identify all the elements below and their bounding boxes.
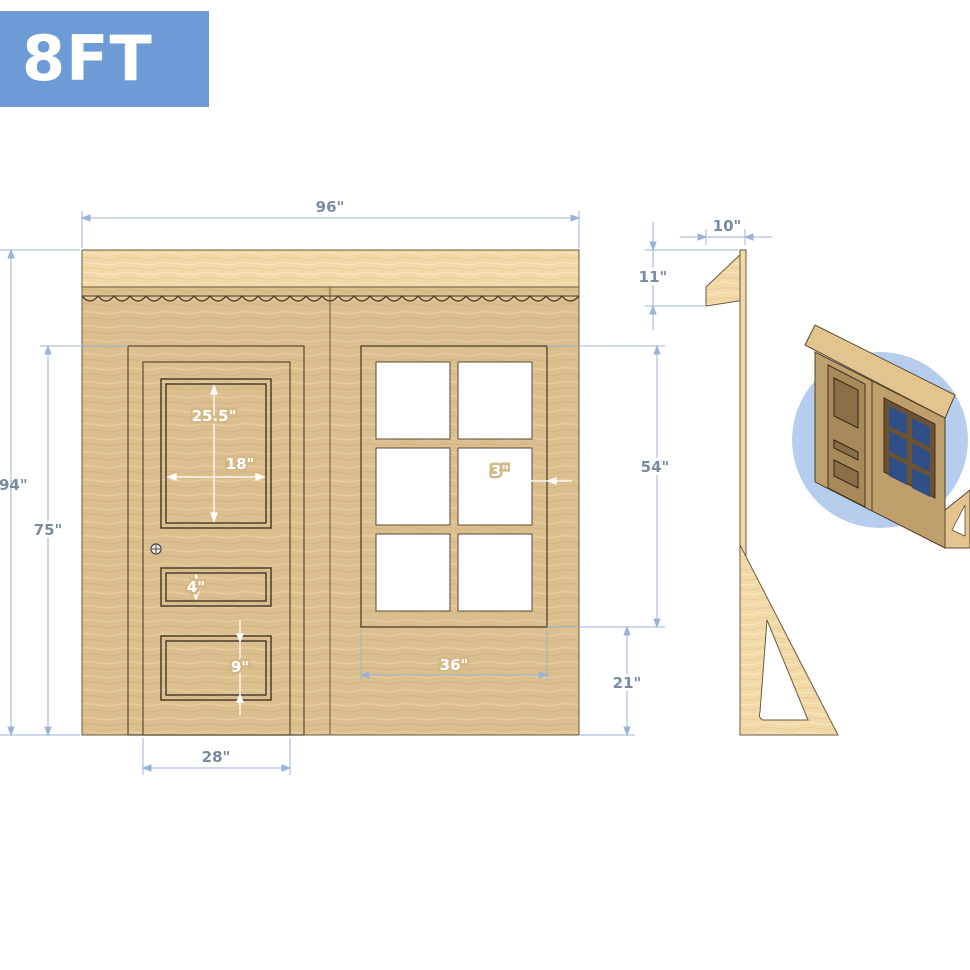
window-pane <box>375 447 451 526</box>
size-badge-label: 8FT <box>22 22 153 95</box>
dim-upper-panel-width: 18" <box>226 455 255 473</box>
dim-window-mullion: 3" <box>491 462 509 480</box>
dim-total-width: 96" <box>316 198 345 216</box>
window-pane <box>457 447 533 526</box>
window-pane <box>375 361 451 440</box>
preview-3d <box>792 324 970 549</box>
door-lower-panel <box>165 640 267 696</box>
door-middle-panel <box>165 572 267 602</box>
side-profile: 10" 11" <box>636 217 839 736</box>
window <box>360 345 548 628</box>
dim-door-frame-height: 75" <box>34 521 63 539</box>
window-pane <box>457 533 533 612</box>
top-header-band <box>81 249 580 288</box>
window-pane <box>457 361 533 440</box>
dim-window-height: 54" <box>641 458 670 476</box>
size-badge: 8FT <box>0 11 209 107</box>
dim-window-width: 36" <box>440 656 469 674</box>
window-pane <box>375 533 451 612</box>
dim-top-height: 11" <box>639 268 668 286</box>
door-upper-panel <box>165 383 267 524</box>
dim-middle-panel-height: 4" <box>187 578 205 596</box>
dim-top-depth: 10" <box>713 217 742 235</box>
dim-total-height: 94" <box>0 476 28 494</box>
inner-dimension-marks <box>166 384 572 715</box>
door <box>127 345 305 736</box>
dim-lower-panel-height: 9" <box>231 658 249 676</box>
dim-sill-height: 21" <box>613 674 642 692</box>
scalloped-trim <box>81 294 580 302</box>
dim-door-width: 28" <box>202 748 231 766</box>
dimension-lines <box>0 211 665 775</box>
dim-upper-panel-height: 25.5" <box>192 407 237 425</box>
